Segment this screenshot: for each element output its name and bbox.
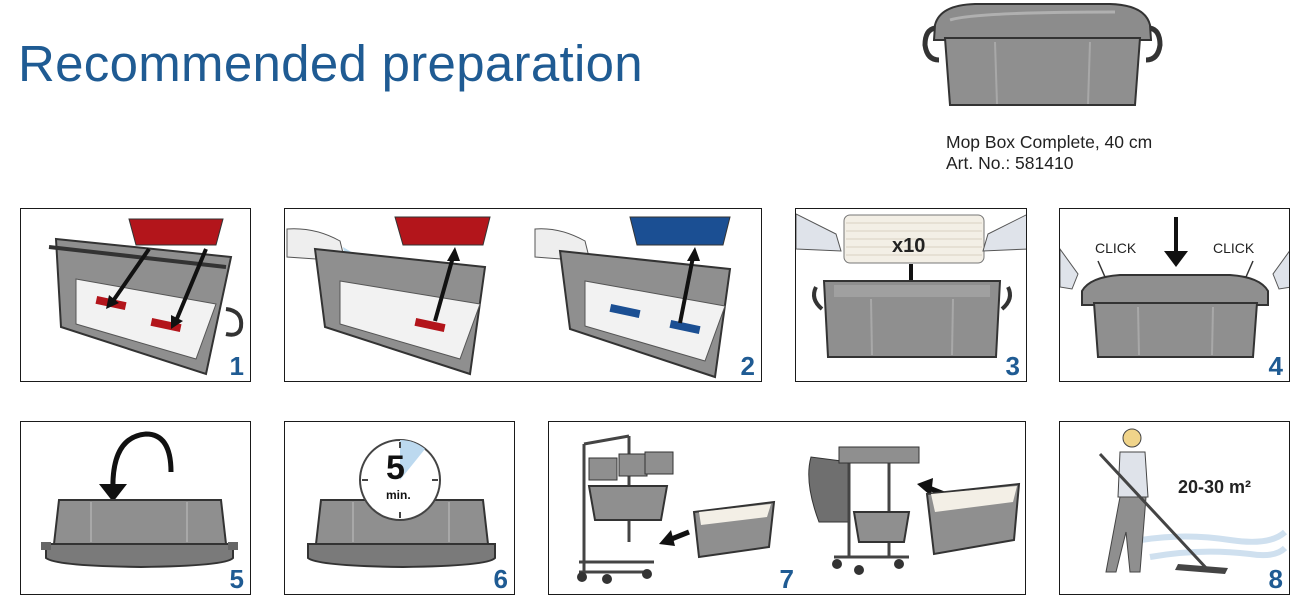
product-name: Mop Box Complete, 40 cm [946, 132, 1152, 153]
step-6-panel: 5 min. 6 [284, 421, 515, 595]
step-1-panel: 1 [20, 208, 251, 382]
step-3-quantity-label: x10 [892, 235, 925, 258]
step-2-panel: 2 [284, 208, 762, 382]
step-8-panel: 20-30 m² 8 [1059, 421, 1290, 595]
step-4-click-right: CLICK [1213, 240, 1254, 256]
step-7-panel: 7 [548, 421, 1026, 595]
step-6-illustration [285, 422, 515, 595]
step-6-timer-value: 5 [386, 450, 405, 486]
step-1-illustration [21, 209, 251, 382]
step-7-number: 7 [780, 564, 794, 594]
step-1-number: 1 [230, 351, 244, 381]
product-article-number: Art. No.: 581410 [946, 153, 1152, 174]
step-6-number: 6 [494, 564, 508, 594]
step-3-number: 3 [1006, 351, 1020, 381]
step-6-timer-unit: min. [386, 488, 411, 502]
step-8-area-label: 20-30 m² [1178, 477, 1251, 498]
step-4-click-left: CLICK [1095, 240, 1136, 256]
step-5-number: 5 [230, 564, 244, 594]
step-5-panel: 5 [20, 421, 251, 595]
step-4-number: 4 [1269, 351, 1283, 381]
page-title: Recommended preparation [18, 34, 643, 93]
step-2-illustration [285, 209, 762, 382]
step-8-number: 8 [1269, 564, 1283, 594]
product-info: Mop Box Complete, 40 cm Art. No.: 581410 [946, 132, 1152, 174]
step-4-illustration [1060, 209, 1290, 382]
step-2-number: 2 [741, 351, 755, 381]
step-4-panel: CLICK CLICK 4 [1059, 208, 1290, 382]
step-3-panel: x10 3 [795, 208, 1027, 382]
step-5-illustration [21, 422, 251, 595]
mop-box-product-image [915, 0, 1170, 115]
step-8-illustration [1060, 422, 1290, 595]
